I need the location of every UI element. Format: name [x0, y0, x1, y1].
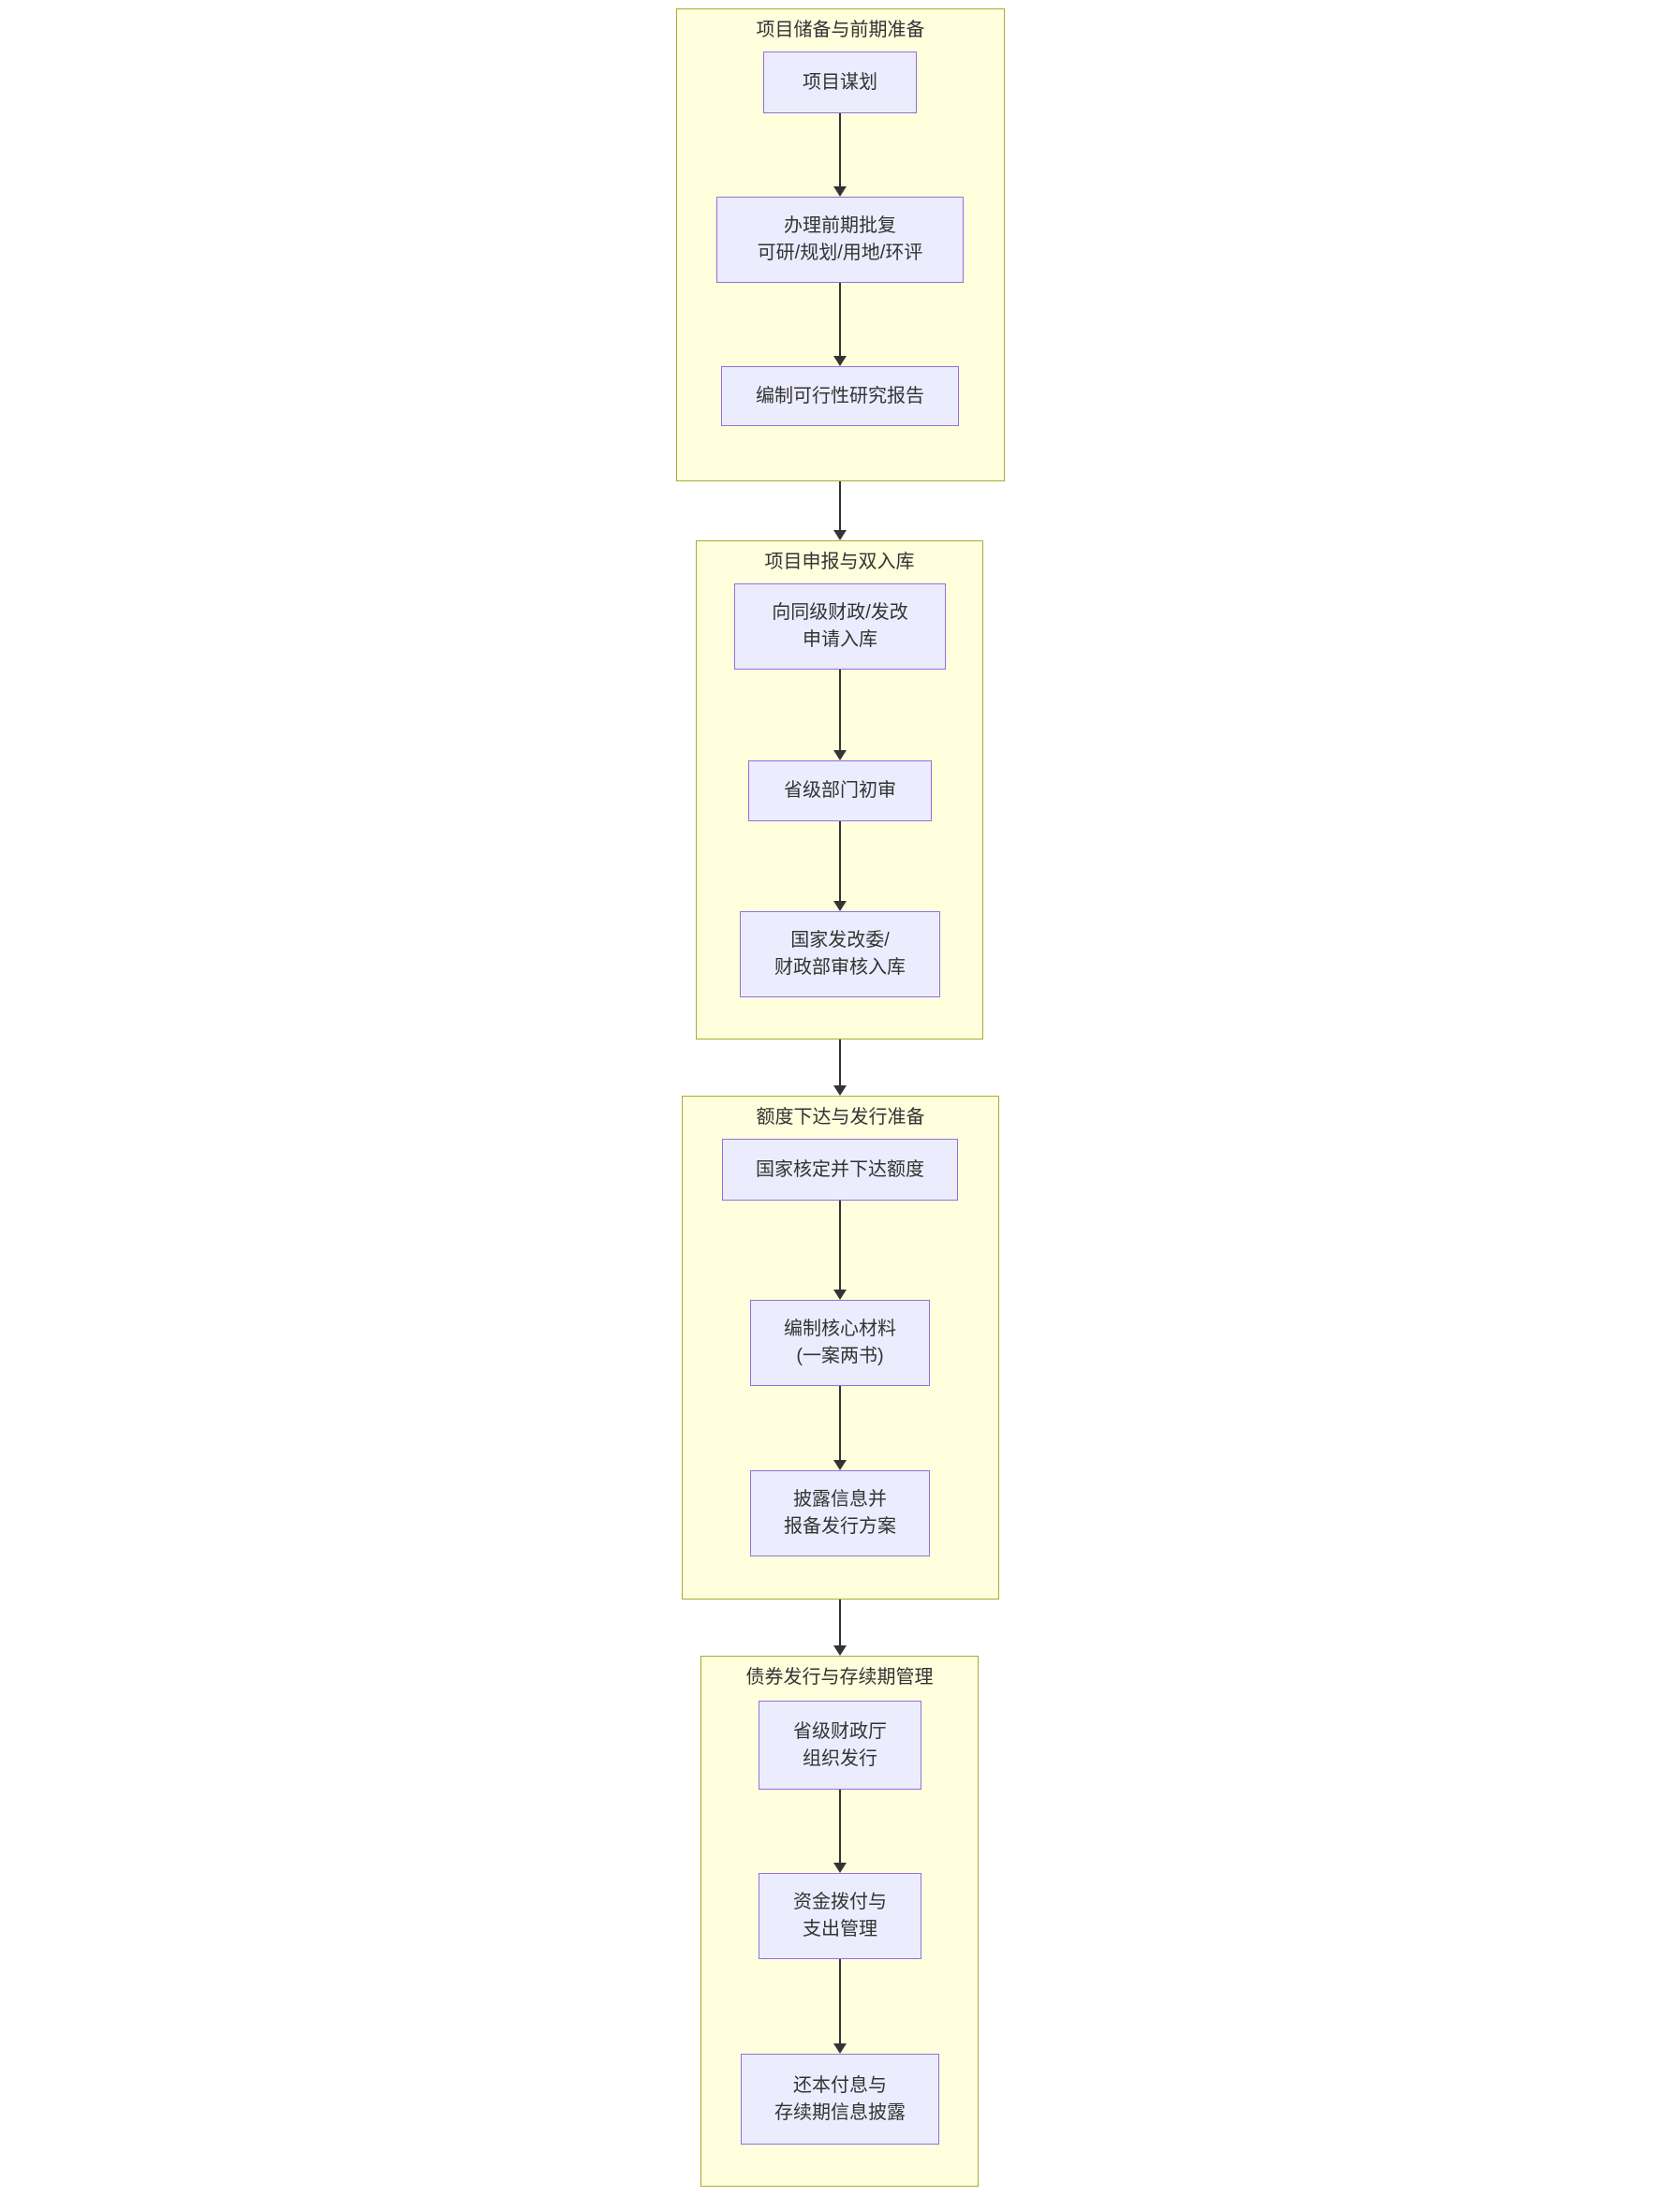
arrow-shaft	[839, 1959, 841, 2043]
arrowhead-down-icon	[833, 750, 847, 760]
node-repayment-disclosure: 还本付息与 存续期信息披露	[741, 2054, 939, 2145]
node-provincial-initial-review: 省级部门初审	[748, 760, 932, 821]
node-label: 国家发改委/	[790, 930, 890, 951]
arrow-shaft	[839, 481, 841, 530]
node-label: 支出管理	[803, 1919, 877, 1939]
node-label: 省级部门初审	[784, 780, 896, 801]
node-label: 编制可行性研究报告	[756, 385, 924, 406]
node-feasibility-report: 编制可行性研究报告	[721, 366, 959, 426]
arrow-shaft	[839, 113, 841, 186]
arrow-shaft	[839, 1040, 841, 1085]
arrow-shaft	[839, 283, 841, 356]
arrowhead-down-icon	[833, 186, 847, 197]
node-fund-allocation: 资金拨付与 支出管理	[759, 1873, 921, 1959]
node-preliminary-approvals: 办理前期批复 可研/规划/用地/环评	[716, 197, 964, 283]
node-label: 可研/规划/用地/环评	[757, 243, 923, 263]
section-title: 债券发行与存续期管理	[745, 1667, 934, 1688]
arrow-shaft	[839, 1386, 841, 1460]
flow-arrow	[833, 1959, 847, 2054]
node-core-materials: 编制核心材料 (一案两书)	[750, 1300, 930, 1386]
arrowhead-down-icon	[833, 1863, 847, 1873]
section-title: 项目储备与前期准备	[756, 20, 925, 40]
node-label: 还本付息与	[793, 2074, 887, 2096]
arrowhead-down-icon	[833, 356, 847, 366]
arrowhead-down-icon	[833, 901, 847, 911]
arrow-shaft	[839, 1600, 841, 1645]
flow-arrow	[833, 1386, 847, 1470]
node-quota-issued: 国家核定并下达额度	[722, 1139, 958, 1201]
arrowhead-down-icon	[833, 1460, 847, 1470]
flow-arrow-section-link	[833, 481, 847, 540]
flow-arrow	[833, 1201, 847, 1300]
arrowhead-down-icon	[833, 1085, 847, 1096]
arrowhead-down-icon	[833, 2043, 847, 2054]
node-label: 国家核定并下达额度	[756, 1158, 924, 1180]
flow-arrow-section-link	[833, 1040, 847, 1096]
flow-arrow	[833, 1790, 847, 1873]
arrowhead-down-icon	[833, 1290, 847, 1300]
node-label: 向同级财政/发改	[772, 602, 908, 623]
node-label: (一案两书)	[796, 1346, 884, 1366]
node-label: 财政部审核入库	[774, 957, 906, 978]
flow-arrow-section-link	[833, 1600, 847, 1656]
node-label: 披露信息并	[793, 1489, 887, 1510]
arrow-shaft	[839, 821, 841, 901]
node-project-planning: 项目谋划	[763, 52, 917, 113]
flow-arrow	[833, 283, 847, 366]
node-label: 申请入库	[803, 629, 877, 650]
arrow-shaft	[839, 1201, 841, 1290]
flow-arrow	[833, 821, 847, 911]
node-label: 存续期信息披露	[774, 2101, 906, 2123]
node-disclose-filing-plan: 披露信息并 报备发行方案	[750, 1470, 930, 1556]
node-label: 报备发行方案	[784, 1516, 896, 1537]
arrow-shaft	[839, 1790, 841, 1863]
flow-arrow	[833, 670, 847, 760]
node-apply-warehousing: 向同级财政/发改 申请入库	[734, 583, 946, 670]
node-national-review-warehousing: 国家发改委/ 财政部审核入库	[740, 911, 940, 997]
node-label: 编制核心材料	[784, 1319, 896, 1339]
node-organize-issuance: 省级财政厅 组织发行	[759, 1701, 921, 1790]
arrow-shaft	[839, 670, 841, 750]
section-title: 项目申报与双入库	[764, 552, 915, 572]
arrowhead-down-icon	[833, 530, 847, 540]
node-label: 资金拨付与	[793, 1892, 887, 1912]
node-label: 项目谋划	[803, 71, 877, 93]
node-label: 组织发行	[803, 1747, 877, 1769]
flow-arrow	[833, 113, 847, 197]
arrowhead-down-icon	[833, 1645, 847, 1656]
section-title: 额度下达与发行准备	[756, 1107, 925, 1128]
node-label: 省级财政厅	[793, 1720, 887, 1742]
node-label: 办理前期批复	[784, 215, 896, 236]
